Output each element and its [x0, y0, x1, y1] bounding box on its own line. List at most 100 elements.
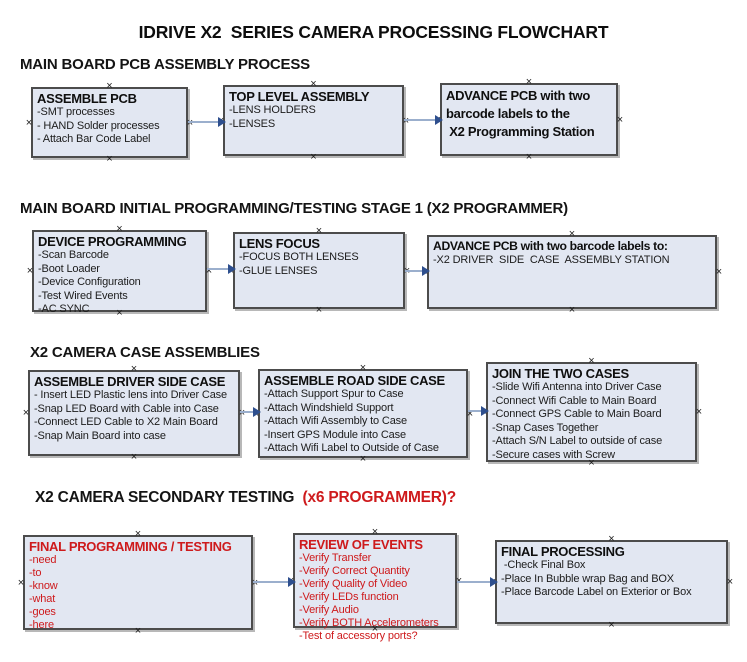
box-item: -Verify Transfer: [299, 552, 372, 564]
box-title: FINAL PROGRAMMING / TESTING: [29, 539, 232, 554]
box-item: -here: [29, 619, 54, 631]
box-item: -need: [29, 554, 57, 566]
box-item: -Connect GPS Cable to Main Board: [492, 408, 662, 420]
arrowhead-icon: [422, 266, 430, 276]
connector-handle-icon: [587, 356, 597, 366]
box-item: - Insert LED Plastic lens into Driver Ca…: [34, 389, 227, 401]
box-item: -Attach Wifi Assembly to Case: [264, 415, 407, 427]
connector-handle-icon: [587, 458, 597, 468]
box-title: ASSEMBLE ROAD SIDE CASE: [264, 373, 445, 388]
box-item: -Snap LED Board with Cable into Case: [34, 402, 219, 415]
box-item: -LENS HOLDERS: [229, 104, 316, 116]
box-advance-pcb-to-programming-station: ADVANCE PCB with two barcode labels to t…: [440, 83, 618, 156]
box-item: -what: [29, 593, 56, 605]
box-item: -Snap Cases Together: [492, 421, 599, 434]
box-title: ADVANCE PCB with two barcode labels to t…: [446, 88, 595, 139]
box-title: FINAL PROCESSING: [501, 544, 625, 559]
arrowhead-icon: [435, 115, 443, 125]
connector-handle-icon: [16, 578, 26, 588]
section-heading-initial-programming: MAIN BOARD INITIAL PROGRAMMING/TESTING S…: [20, 200, 568, 217]
flow-arrow: [404, 115, 443, 125]
connector-handle-icon: [370, 624, 380, 634]
box-item: -GLUE LENSES: [239, 264, 318, 277]
connector-handle-icon: [129, 452, 139, 462]
arrowhead-icon: [218, 117, 226, 127]
box-item: -Connect Wifi Cable to Main Board: [492, 394, 657, 407]
connector-handle-icon: [309, 79, 319, 89]
box-item: - Attach Bar Code Label: [37, 133, 151, 145]
connector-handle-icon: [115, 224, 125, 234]
arrowhead-icon: [228, 264, 236, 274]
connector-handle-icon: [567, 229, 577, 239]
box-title: JOIN THE TWO CASES: [492, 366, 629, 381]
box-item: -Device Configuration: [38, 276, 141, 288]
arrowhead-icon: [253, 407, 261, 417]
box-item: -Test Wired Events: [38, 289, 128, 302]
box-item: -Connect LED Cable to X2 Main Board: [34, 416, 218, 428]
connector-handle-icon: [133, 529, 143, 539]
box-item: -AC SYNC: [38, 303, 90, 315]
connector-handle-icon: [115, 308, 125, 318]
box-item: -Verify Quality of Video: [299, 578, 408, 590]
box-device-programming: DEVICE PROGRAMMING -Scan Barcode -Boot L…: [32, 230, 207, 315]
connector-handle-icon: [133, 626, 143, 636]
arrowhead-icon: [288, 577, 296, 587]
box-item: -to: [29, 567, 42, 579]
box-item: -Verify Correct Quantity: [299, 565, 410, 577]
flow-arrow: [240, 407, 261, 417]
box-title: ADVANCE PCB with two barcode labels to:: [433, 239, 668, 253]
box-item: -Slide Wifi Antenna into Driver Case: [492, 381, 662, 393]
box-item: -Attach S/N Label to outside of case: [492, 435, 663, 447]
connector-handle-icon: [567, 305, 577, 315]
connector-handle-icon: [309, 152, 319, 162]
box-item: -Check Final Box: [501, 559, 586, 571]
box-item: -Insert GPS Module into Case: [264, 428, 406, 441]
connector-handle-icon: [314, 226, 324, 236]
arrowhead-icon: [490, 577, 498, 587]
box-item: -Boot Loader: [38, 262, 100, 275]
box-title: TOP LEVEL ASSEMBLY: [229, 89, 370, 104]
box-assemble-road-side-case: ASSEMBLE ROAD SIDE CASE -Attach Support …: [258, 369, 468, 458]
connector-handle-icon: [358, 363, 368, 373]
connector-handle-icon: [524, 77, 534, 87]
box-item: -Attach Wifi Label to Outside of Case: [264, 442, 439, 454]
box-assemble-pcb: ASSEMBLE PCB -SMT processes - HAND Solde…: [31, 87, 188, 158]
flow-arrow: [253, 577, 296, 587]
section-heading-case-assemblies: X2 CAMERA CASE ASSEMBLIES: [30, 344, 260, 361]
connector-handle-icon: [607, 620, 617, 630]
box-item: - HAND Solder processes: [37, 119, 160, 132]
arrowhead-icon: [481, 406, 489, 416]
connector-handle-icon: [607, 534, 617, 544]
box-item: -Verify LEDs function: [299, 591, 399, 603]
heading-text: X2 CAMERA SECONDARY TESTING: [35, 489, 303, 506]
connector-handle-icon: [314, 305, 324, 315]
connector-handle-icon: [105, 154, 115, 164]
box-title: ASSEMBLE PCB: [37, 91, 137, 106]
box-item: -Snap Main Board into case: [34, 429, 166, 442]
connector-handle-icon: [237, 408, 247, 418]
box-join-the-two-cases: JOIN THE TWO CASES -Slide Wifi Antenna i…: [486, 362, 697, 462]
box-item: -Verify BOTH Accelerometers: [299, 617, 439, 629]
connector-handle-icon: [615, 115, 625, 125]
connector-handle-icon: [21, 408, 31, 418]
page-title: IDRIVE X2 SERIES CAMERA PROCESSING FLOWC…: [138, 22, 609, 42]
box-item: -goes: [29, 606, 56, 618]
box-item: -SMT processes: [37, 106, 115, 118]
box-item: -know: [29, 580, 58, 592]
box-lens-focus: LENS FOCUS -FOCUS BOTH LENSES -GLUE LENS…: [233, 232, 405, 309]
connector-handle-icon: [725, 577, 735, 587]
flow-arrow: [207, 264, 236, 274]
heading-highlight: (x6 PROGRAMMER)?: [302, 489, 457, 506]
box-item: -FOCUS BOTH LENSES: [239, 251, 359, 263]
section-heading-pcb-assembly: MAIN BOARD PCB ASSEMBLY PROCESS: [20, 56, 310, 73]
section-heading-secondary-testing: X2 CAMERA SECONDARY TESTING (x6 PROGRAMM…: [35, 489, 456, 507]
box-title: ASSEMBLE DRIVER SIDE CASE: [34, 374, 226, 389]
box-advance-pcb-to-driver-side-station: ADVANCE PCB with two barcode labels to: …: [427, 235, 717, 309]
box-title: DEVICE PROGRAMMING: [38, 234, 187, 249]
box-item: -Attach Support Spur to Case: [264, 388, 404, 400]
connector-handle-icon: [524, 152, 534, 162]
box-item: -X2 DRIVER SIDE CASE ASSEMBLY STATION: [433, 254, 670, 266]
connector-handle-icon: [714, 267, 724, 277]
box-item: -LENSES: [229, 117, 276, 130]
